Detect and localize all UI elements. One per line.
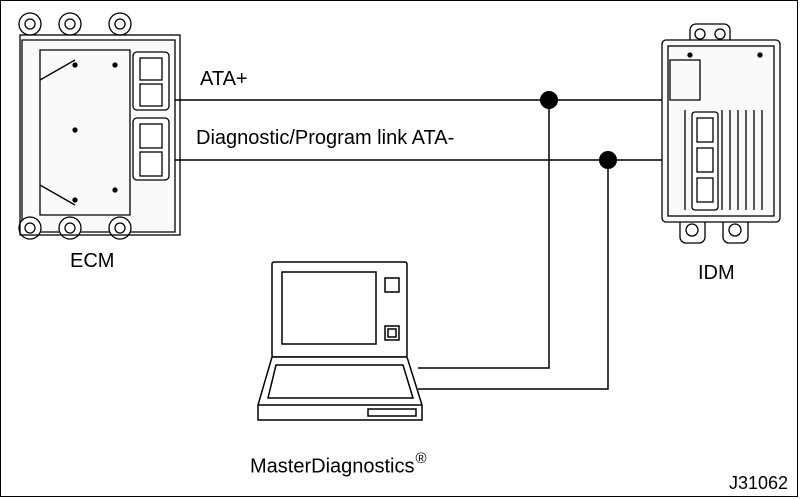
ecm-label: ECM — [70, 250, 115, 272]
laptop-ata-minus-wire — [418, 160, 609, 390]
ata-plus-label: ATA+ — [200, 68, 248, 90]
laptop-ata-plus-wire — [418, 100, 550, 369]
idm-module — [661, 23, 781, 244]
ecm-module — [18, 12, 181, 240]
splice-ata-plus — [540, 91, 558, 109]
registered-mark: ® — [415, 450, 427, 467]
figure-id: J31062 — [729, 473, 789, 493]
laptop-label-text: MasterDiagnostics — [250, 455, 415, 478]
laptop-label: MasterDiagnostics® — [250, 450, 427, 479]
laptop — [257, 261, 423, 421]
idm-label: IDM — [698, 262, 735, 284]
splice-ata-minus — [599, 151, 617, 169]
wires — [175, 99, 662, 390]
ata-minus-label: Diagnostic/Program link ATA- — [196, 127, 455, 149]
